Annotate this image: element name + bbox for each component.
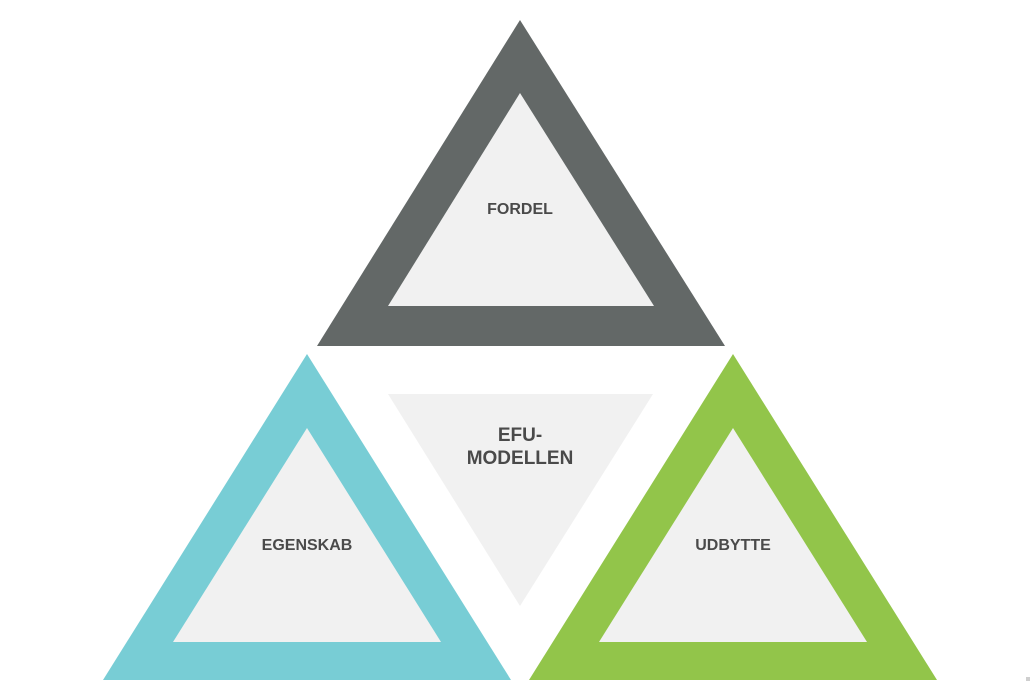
triangle-udbytte-label: UDBYTTE <box>695 537 771 554</box>
triangle-fordel-inner <box>388 93 654 306</box>
triangle-egenskab-inner <box>173 428 441 642</box>
center-triangle-shape <box>388 394 653 606</box>
triangle-egenskab-label: EGENSKAB <box>262 537 353 554</box>
triangle-fordel-label: FORDEL <box>487 201 553 218</box>
center-label-line2: MODELLEN <box>467 448 574 469</box>
triangle-fordel: FORDEL <box>317 20 725 346</box>
triangle-udbytte: UDBYTTE <box>529 354 937 680</box>
triangle-udbytte-inner <box>599 428 867 642</box>
center-triangle: EFU- MODELLEN <box>388 394 653 606</box>
center-label-line1: EFU- <box>498 425 542 446</box>
corner-mark <box>1026 677 1030 681</box>
triangle-egenskab: EGENSKAB <box>103 354 511 680</box>
